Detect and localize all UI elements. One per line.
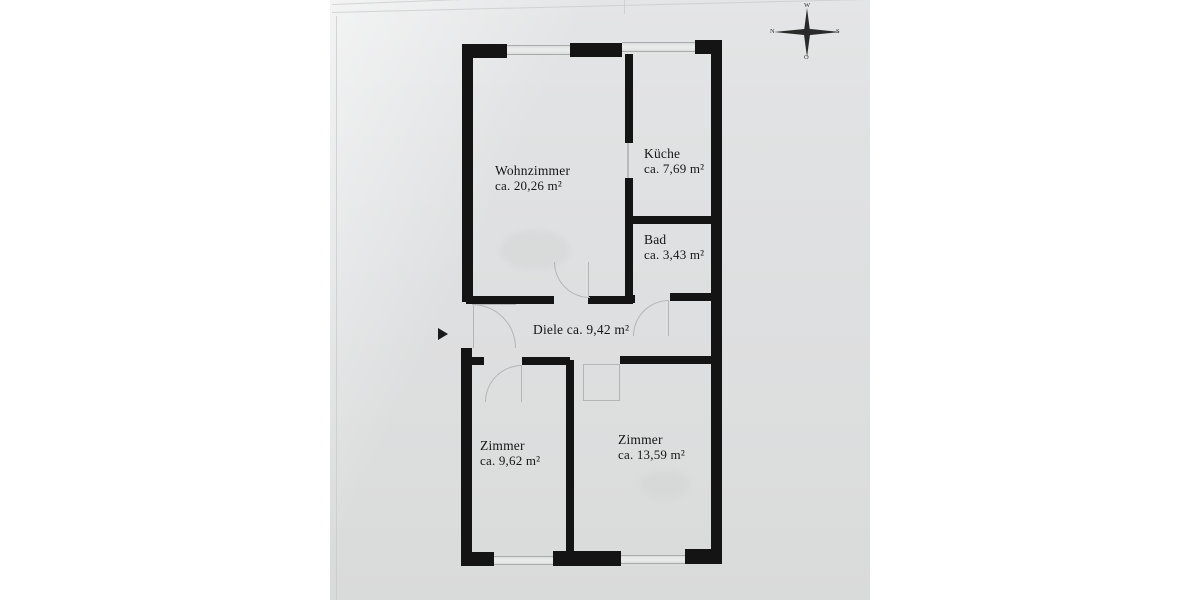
paper-edge-line: [624, 0, 625, 14]
compass-label-bottom: O: [804, 54, 809, 61]
door-jamb-entrance: [473, 304, 474, 348]
paper-edge-line: [336, 16, 337, 600]
door-swing-bath-hall: [633, 300, 669, 336]
room-area: ca. 7,69 m²: [644, 161, 705, 176]
room-label-diele: Diele ca. 9,42 m²: [533, 322, 629, 338]
door-leaf-hall-room-right: [583, 364, 584, 401]
exterior-wall-left-upper: [462, 44, 473, 302]
interior-wall-hall-rooms-c: [620, 356, 720, 364]
interior-wall-bath-hall-right: [670, 293, 718, 301]
compass-needle-east: [807, 28, 840, 36]
door-swing-hall-room-right: [583, 364, 620, 401]
room-area: ca. 3,43 m²: [644, 247, 705, 262]
compass-needle-north: [803, 8, 811, 34]
door-leaf-entrance: [472, 304, 516, 305]
exterior-wall-left-lower: [461, 348, 472, 563]
compass-label-right: S: [836, 28, 840, 35]
interior-wall-kitchen-bath: [629, 216, 715, 224]
door-leaf-bath-hall: [668, 300, 669, 336]
door-leaf-hall-room-left: [521, 365, 522, 402]
room-label-bad: Bad ca. 3,43 m²: [644, 232, 704, 263]
door-swing-living-hall: [554, 262, 590, 298]
exterior-wall-bottom-right: [685, 549, 722, 564]
interior-wall-living-bath-lower: [625, 178, 633, 302]
exterior-wall-bottom-middle: [553, 551, 621, 566]
compass-label-top: W: [804, 2, 811, 9]
floor-plan-drawing: Wohnzimmer ca. 20,26 m² Küche ca. 7,69 m…: [330, 0, 870, 600]
interior-wall-hall-rooms-a: [463, 357, 484, 365]
room-area: ca. 20,26 m²: [495, 178, 562, 193]
compass-needle-west: [774, 28, 808, 36]
room-name: Zimmer: [618, 432, 663, 447]
door-leaf-living-hall: [588, 262, 589, 298]
window-bottom-right: [621, 555, 685, 564]
room-name: Küche: [644, 146, 681, 161]
interior-wall-between-rooms: [566, 360, 574, 555]
door-swing-hall-room-left: [485, 365, 522, 402]
interior-wall-living-hall-right: [588, 296, 633, 304]
exterior-wall-right: [711, 40, 722, 562]
room-label-wohnzimmer: Wohnzimmer ca. 20,26 m²: [495, 163, 570, 194]
room-name: Wohnzimmer: [495, 163, 571, 178]
interior-wall-living-kitchen-upper: [625, 54, 633, 143]
door-swing-entrance: [472, 304, 516, 348]
room-label-zimmer-2: Zimmer ca. 13,59 m²: [618, 432, 685, 463]
room-label-zimmer-1: Zimmer ca. 9,62 m²: [480, 438, 540, 469]
entrance-arrow-icon: [438, 328, 448, 340]
room-name: Zimmer: [480, 438, 525, 453]
doorway-opening-living-kitchen: [627, 143, 629, 179]
exterior-wall-top-left: [462, 44, 507, 58]
room-name-area: Diele ca. 9,42 m²: [533, 322, 630, 337]
paper-blemish: [640, 470, 690, 500]
exterior-wall-bottom-left: [461, 552, 494, 566]
interior-wall-bath-hall-left: [629, 295, 635, 303]
interior-wall-hall-rooms-b: [522, 357, 570, 365]
compass-label-left: N: [770, 28, 775, 35]
room-label-kueche: Küche ca. 7,69 m²: [644, 146, 704, 177]
compass-rose: W N S O: [770, 2, 845, 64]
room-name: Bad: [644, 232, 667, 247]
exterior-wall-top-middle: [570, 43, 622, 57]
room-area: ca. 13,59 m²: [618, 447, 685, 462]
compass-needle-south: [803, 32, 811, 57]
interior-wall-living-hall: [466, 296, 554, 304]
window-bottom-left: [494, 556, 553, 565]
window-top-left: [507, 45, 570, 55]
room-area: ca. 9,62 m²: [480, 453, 541, 468]
window-top-right: [622, 42, 695, 52]
